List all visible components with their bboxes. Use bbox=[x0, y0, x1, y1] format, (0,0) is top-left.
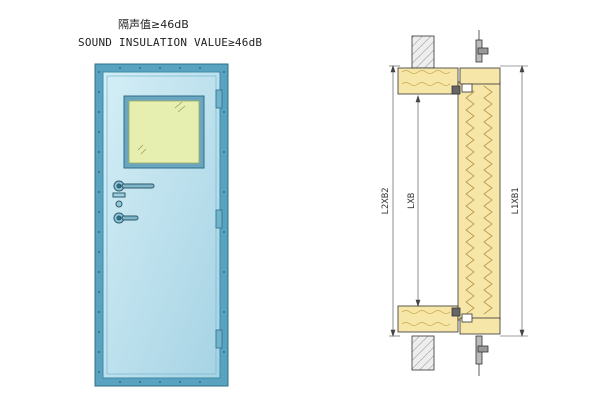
viewing-window bbox=[123, 95, 205, 169]
door-section bbox=[389, 30, 528, 376]
frame-rivets bbox=[98, 67, 225, 383]
seal-bottom bbox=[451, 307, 461, 317]
wall-top bbox=[411, 35, 435, 69]
caption-english: SOUND INSULATION VALUE≥46dB bbox=[78, 36, 263, 49]
dim-label-opening: LXB bbox=[407, 193, 417, 209]
dim-line-leaf bbox=[500, 65, 528, 337]
hinge-bottom bbox=[215, 329, 223, 349]
seal-top bbox=[451, 85, 461, 95]
door-hinges bbox=[215, 89, 223, 349]
insulation-zigzag-1 bbox=[465, 85, 475, 315]
dim-line-opening bbox=[415, 95, 421, 307]
door-elevation bbox=[94, 63, 229, 387]
caption-chinese: 隔声值≥46dB bbox=[118, 18, 189, 31]
dim-label-leaf: L1XB1 bbox=[511, 187, 521, 214]
wall-bottom bbox=[411, 335, 435, 371]
insulation-zigzag-2 bbox=[483, 85, 493, 315]
door-leaf-edge bbox=[459, 67, 501, 85]
hinge-top bbox=[215, 89, 223, 109]
dim-label-outer: L2XB2 bbox=[381, 187, 391, 214]
handle-lever bbox=[121, 183, 155, 189]
dim-line-outer bbox=[389, 65, 400, 337]
frame-block-bottom bbox=[397, 305, 459, 333]
handle-rose-lower bbox=[115, 200, 123, 208]
frame-block-top bbox=[397, 67, 459, 95]
hinge-middle bbox=[215, 209, 223, 229]
door-leaf-section bbox=[457, 81, 501, 321]
lock-lever bbox=[121, 215, 139, 221]
door-handle bbox=[112, 180, 155, 224]
